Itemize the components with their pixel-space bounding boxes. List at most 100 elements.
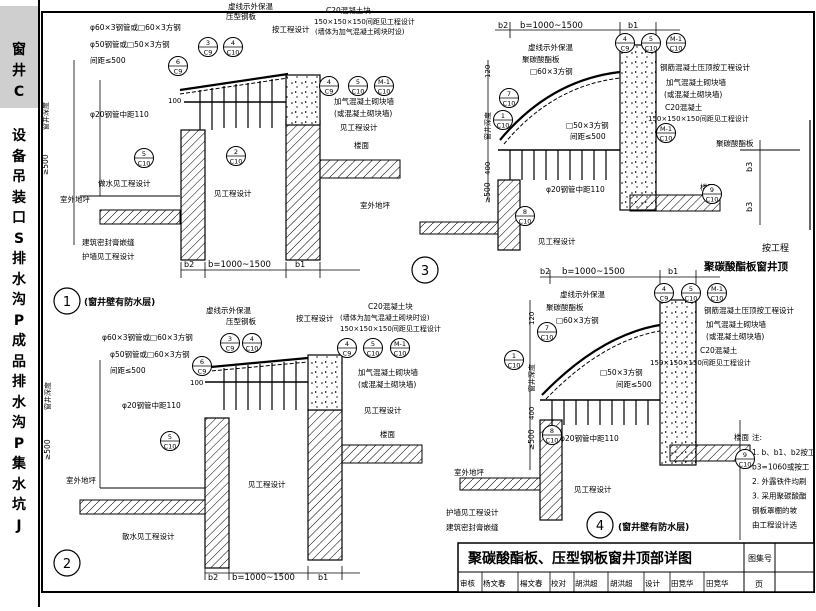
sidebar-char: J — [16, 517, 22, 534]
ref-top: 4 — [231, 39, 235, 47]
ref-top: 4 — [327, 78, 331, 86]
sidebar-char: 窗 — [12, 42, 26, 58]
detail-1 — [53, 60, 401, 315]
ref-bottom: C9 — [660, 295, 669, 303]
ref-top: 4 — [623, 35, 627, 43]
label: 150×150×150间距见工程设计 — [648, 114, 749, 123]
ref-top: 4 — [662, 285, 666, 293]
detail-reference-mark: 4C9 — [319, 76, 339, 96]
label: (或混凝土砌块墙) — [664, 89, 722, 99]
label: 加气混凝土砌块墙 — [358, 367, 418, 377]
note-line: 1. b、b1、b2按工 — [752, 447, 816, 457]
sidebar-char: 沟 — [12, 415, 26, 431]
sidebar-char: 口 — [12, 210, 26, 226]
note-line: 由工程设计选 — [752, 520, 797, 530]
label: b2 — [184, 260, 194, 269]
label: 按工程设计 — [296, 313, 334, 323]
label: 400 — [484, 162, 492, 175]
detail3-number: 3 — [421, 264, 429, 279]
label: 见工程设计 — [340, 122, 378, 132]
label: 加气混凝土砌块墙 — [334, 96, 394, 106]
label: 见工程设计 — [574, 484, 612, 494]
detail1-ground — [99, 209, 181, 225]
ref-top: 1 — [512, 352, 516, 360]
ref-bottom: C10 — [519, 218, 532, 226]
label: b1 — [318, 573, 328, 582]
ref-top: M-1 — [670, 35, 682, 43]
label: (或混凝土砌块墙) — [706, 331, 764, 341]
label: 窗井深度 — [41, 102, 50, 130]
detail-reference-mark: 4C9 — [337, 338, 357, 358]
label: 虚线示外保温 — [560, 289, 605, 299]
sheet-title: 聚碳酸酯板、压型钢板窗井顶部详图 — [467, 550, 692, 567]
label: φ50钢管或□50×3方钢 — [90, 39, 170, 49]
detail-2 — [53, 354, 423, 580]
ref-bottom: C10 — [508, 362, 521, 370]
label: b=1000~1500 — [232, 573, 295, 583]
sidebar-char: 排 — [12, 251, 26, 267]
ref-top: 1 — [501, 112, 505, 120]
label: b2 — [540, 267, 550, 276]
ref-top: 8 — [550, 427, 554, 435]
ref-top: 5 — [356, 78, 360, 86]
detail1-profiled-sheet — [179, 72, 289, 92]
detail4-caption: (窗井壁有防水层) — [618, 521, 689, 533]
ref-top: 5 — [168, 433, 172, 441]
ref-bottom: C10 — [352, 88, 365, 96]
label: φ60×3钢管或□60×3方钢 — [90, 22, 181, 32]
label: 虚线示外保温 — [228, 1, 273, 11]
ref-top: 3 — [228, 335, 232, 343]
review-signature: 楊文春 — [520, 578, 543, 588]
label: 窗井深度 — [43, 382, 52, 410]
detail-reference-mark: 6C9 — [192, 356, 212, 376]
detail1-house-wall — [285, 119, 321, 261]
sidebar-char: S — [13, 230, 25, 247]
ref-bottom: C10 — [546, 437, 559, 445]
label: b=1000~1500 — [562, 267, 625, 277]
sidebar-char: 排 — [12, 374, 26, 390]
ref-bottom: C10 — [394, 350, 407, 358]
note-line: 3. 采用聚碳酸酯 — [752, 491, 807, 501]
detail-reference-mark: 3C9 — [220, 333, 240, 353]
detail-reference-mark: 6C9 — [168, 56, 188, 76]
label: b1 — [295, 260, 305, 269]
label: 室外地坪 — [60, 194, 90, 204]
detail4-house-wall — [659, 299, 697, 466]
ref-top: 4 — [250, 335, 254, 343]
ref-bottom: C10 — [246, 345, 259, 353]
label: 120 — [484, 65, 492, 78]
label: 护墙见工程设计 — [82, 251, 135, 261]
label: b=1000~1500 — [208, 260, 271, 270]
ref-top: 5 — [371, 340, 375, 348]
page-label: 页 — [755, 580, 763, 589]
sidebar-char: 坑 — [12, 497, 26, 513]
label: b2 — [208, 573, 218, 582]
ref-bottom: C10 — [711, 295, 724, 303]
detail-reference-mark: 4C9 — [615, 33, 635, 53]
label: C20混凝土 — [665, 102, 703, 112]
note-line: 2. 外露铁件均刷 — [752, 476, 807, 486]
ref-bottom: C10 — [670, 45, 683, 53]
label: 见工程设计 — [248, 479, 286, 489]
title-block — [457, 542, 815, 593]
label: 压型钢板 — [226, 11, 256, 21]
label: φ20钢管中距110 — [560, 433, 619, 443]
ref-top: 6 — [176, 58, 180, 66]
ref-top: 5 — [142, 150, 146, 158]
sidebar-char: P — [13, 435, 25, 452]
